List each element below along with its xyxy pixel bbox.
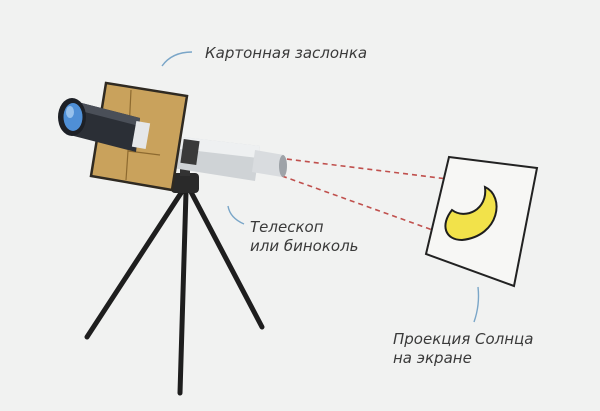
label-telescope-line1: Телескоп: [250, 218, 324, 236]
leader-line-projection: [473, 286, 480, 323]
label-telescope-line2: или биноколь: [250, 237, 359, 255]
sun-crescent-icon: [444, 185, 498, 242]
telescope-icon: [160, 135, 287, 181]
label-cardboard-shield: Картонная заслонка: [205, 44, 368, 62]
leader-line-telescope: [227, 205, 245, 225]
label-projection-line2: на экране: [393, 349, 472, 367]
eyepiece-icon: [58, 98, 151, 152]
leader-line-shield: [161, 51, 193, 67]
label-telescope: Телескоп или биноколь: [250, 218, 359, 256]
tripod-icon: [84, 150, 265, 396]
label-projection-line1: Проекция Солнца: [393, 330, 534, 348]
projection-rays: [277, 157, 481, 238]
label-sun-projection: Проекция Солнца на экране: [393, 330, 533, 368]
